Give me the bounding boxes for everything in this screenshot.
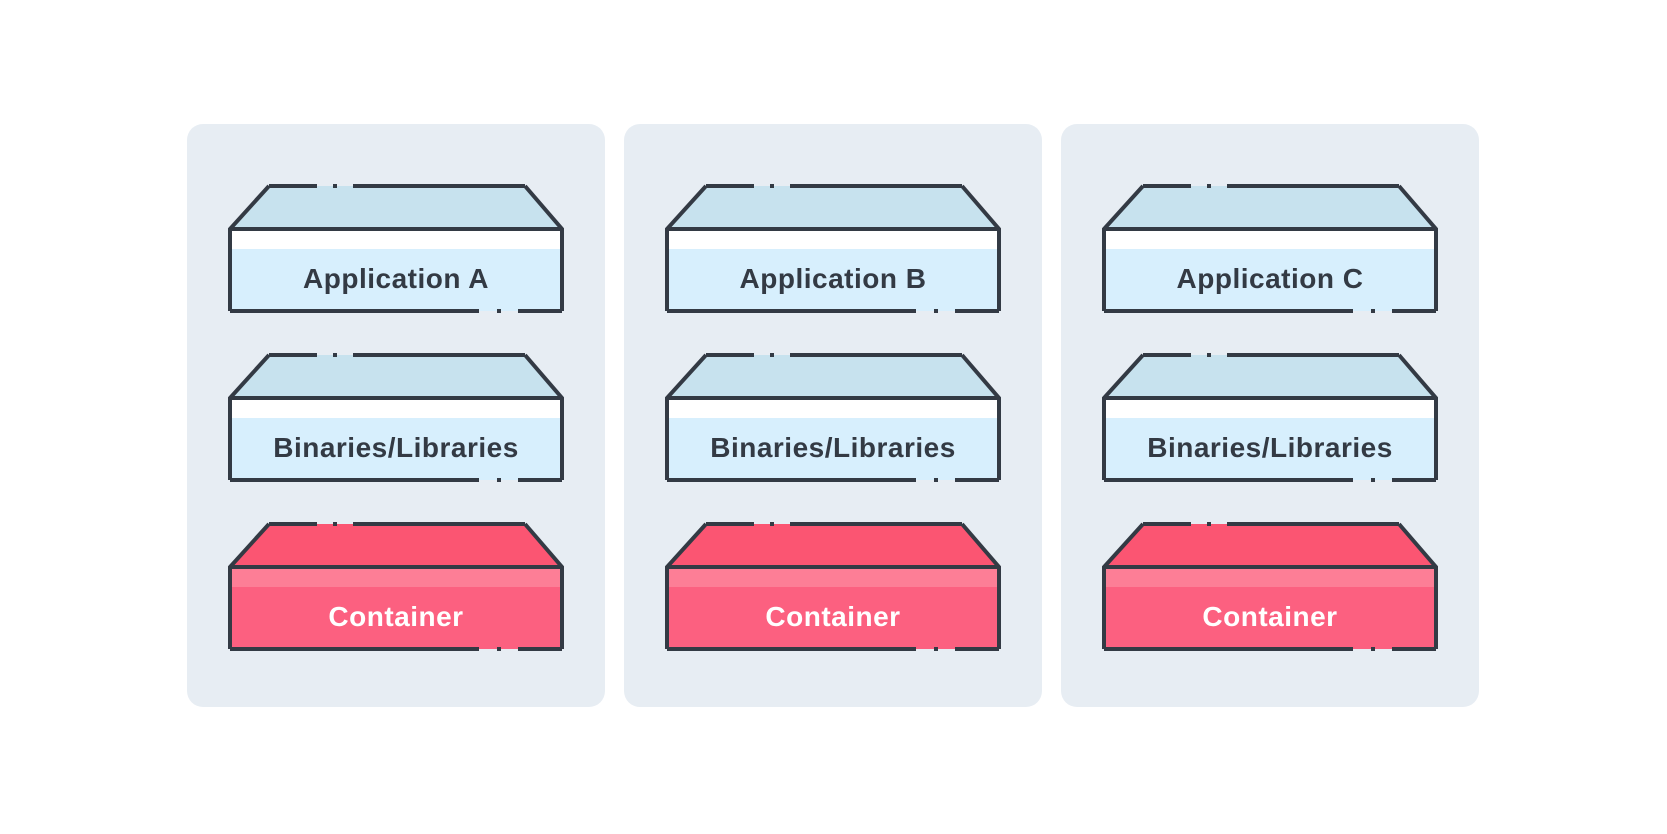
layer-label: Application A xyxy=(303,263,489,294)
layer-label: Container xyxy=(765,601,900,632)
slab-front-highlight xyxy=(1104,567,1436,587)
slab-top-face xyxy=(230,524,562,567)
layer-label: Container xyxy=(1202,601,1337,632)
container-slab: Container xyxy=(665,522,1001,651)
binaries-libraries-slab: Binaries/Libraries xyxy=(228,353,564,482)
layer-container-a: Container xyxy=(227,520,565,653)
slab-outline xyxy=(665,184,1001,311)
slab-outline xyxy=(228,184,564,311)
slab-top-face xyxy=(667,186,999,229)
slab-top-face xyxy=(1104,524,1436,567)
slab-outline xyxy=(228,522,564,649)
slab-front-highlight xyxy=(230,567,562,587)
application-a-slab: Application A xyxy=(228,184,564,313)
slab-front-highlight xyxy=(667,398,999,418)
layer-label: Binaries/Libraries xyxy=(710,432,956,463)
application-c-slab: Application C xyxy=(1102,184,1438,313)
slab-outline xyxy=(665,522,1001,649)
slab-outline xyxy=(1102,522,1438,649)
layer-application-b: Application B xyxy=(664,182,1002,315)
slab-top-face xyxy=(667,355,999,398)
slab-front-highlight xyxy=(1104,229,1436,249)
layer-container-c: Container xyxy=(1101,520,1439,653)
slab-top-face xyxy=(230,355,562,398)
slab-top-face xyxy=(667,524,999,567)
stack-panel-c: Application C Binaries/Libraries xyxy=(1061,124,1479,707)
slab-top-face xyxy=(1104,186,1436,229)
layer-label: Container xyxy=(328,601,463,632)
layer-application-c: Application C xyxy=(1101,182,1439,315)
layer-application-a: Application A xyxy=(227,182,565,315)
binaries-libraries-slab: Binaries/Libraries xyxy=(665,353,1001,482)
layer-container-b: Container xyxy=(664,520,1002,653)
container-slab: Container xyxy=(228,522,564,651)
layer-binaries-libraries-c: Binaries/Libraries xyxy=(1101,351,1439,484)
container-slab: Container xyxy=(1102,522,1438,651)
slab-front-highlight xyxy=(230,229,562,249)
layer-binaries-libraries-a: Binaries/Libraries xyxy=(227,351,565,484)
slab-front-highlight xyxy=(230,398,562,418)
binaries-libraries-slab: Binaries/Libraries xyxy=(1102,353,1438,482)
slab-outline xyxy=(1102,353,1438,480)
slab-front-highlight xyxy=(1104,398,1436,418)
stack-panel-b: Application B Binaries/Libraries xyxy=(624,124,1042,707)
application-b-slab: Application B xyxy=(665,184,1001,313)
slab-outline xyxy=(228,353,564,480)
slab-front-highlight xyxy=(667,229,999,249)
slab-top-face xyxy=(230,186,562,229)
layer-label: Application B xyxy=(740,263,927,294)
layer-label: Binaries/Libraries xyxy=(273,432,519,463)
slab-front-highlight xyxy=(667,567,999,587)
slab-outline xyxy=(1102,184,1438,311)
stack-panel-a: Application A Binaries/Libraries xyxy=(187,124,605,707)
layer-label: Binaries/Libraries xyxy=(1147,432,1393,463)
slab-outline xyxy=(665,353,1001,480)
slab-top-face xyxy=(1104,355,1436,398)
layer-binaries-libraries-b: Binaries/Libraries xyxy=(664,351,1002,484)
layer-label: Application C xyxy=(1177,263,1364,294)
container-stacks-diagram: Application A Binaries/Libraries xyxy=(187,124,1479,707)
